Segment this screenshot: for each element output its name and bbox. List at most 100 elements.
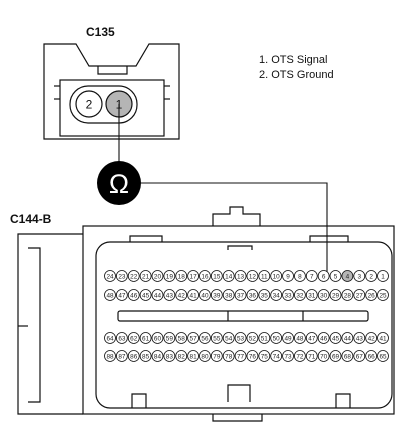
c144b-pin: 46 [317, 332, 330, 344]
c144b-pin: 8 [294, 270, 306, 282]
c144b-pin: 47 [115, 289, 128, 301]
c144b-pin-circle [341, 350, 354, 362]
c144b-pin-number: 26 [368, 292, 376, 299]
c144b-pin-number: 47 [118, 292, 126, 299]
c144b-pin: 43 [353, 332, 366, 344]
c144b-pin-number: 62 [130, 335, 138, 342]
c144b-pin: 83 [163, 350, 176, 362]
c144b-pin-number: 20 [154, 273, 162, 280]
c144b-pin-number: 53 [237, 335, 245, 342]
c144b-pin: 62 [127, 332, 140, 344]
c144b-pin-number: 47 [308, 335, 316, 342]
c144b-pin-circle [282, 350, 294, 362]
c144b-pin-number: 46 [130, 292, 138, 299]
c144b-pin-circle [294, 332, 306, 344]
c144b-pin-number: 5 [334, 273, 338, 280]
c144b-pin-circle [341, 270, 354, 282]
c144b-pin: 64 [104, 332, 116, 344]
c144b-pin-number: 82 [178, 353, 186, 360]
c144b-pin: 52 [246, 332, 259, 344]
c144b-pin-number: 54 [225, 335, 233, 342]
c144b-connector [17, 206, 395, 422]
c144b-pin: 26 [365, 289, 378, 301]
c144b-pin-circle [151, 289, 164, 301]
c135-pin-2: 2 [75, 90, 103, 118]
c144b-pin: 25 [377, 289, 389, 301]
c144b-pin: 10 [270, 270, 283, 282]
c144b-pin-circle [210, 270, 223, 282]
c144b-pin: 86 [127, 350, 140, 362]
c144b-pin: 77 [234, 350, 247, 362]
c144b-pin-number: 6 [322, 273, 326, 280]
c144b-pin-number: 63 [118, 335, 126, 342]
c144b-pin-number: 30 [320, 292, 328, 299]
ohmmeter-icon: Ω [97, 161, 141, 205]
c144b-pin-number: 87 [118, 353, 126, 360]
c144b-pin-circle [282, 289, 294, 301]
c144b-pin-number: 25 [379, 292, 387, 299]
c144b-pin-number: 13 [237, 273, 245, 280]
c144b-pin-circle [199, 350, 211, 362]
c144b-pin: 27 [353, 289, 366, 301]
c144b-pin: 15 [210, 270, 223, 282]
c144b-pin-number: 48 [106, 292, 114, 299]
c144b-pin-circle [305, 350, 318, 362]
c144b-pin-circle [317, 289, 330, 301]
c144b-pin-number: 68 [344, 353, 352, 360]
c144b-pin-number: 74 [273, 353, 281, 360]
c144b-pin: 58 [175, 332, 188, 344]
c144b-pin-number: 75 [261, 353, 269, 360]
c144b-pin-circle [282, 270, 294, 282]
c144b-pin-circle [317, 332, 330, 344]
c144b-pin-number: 18 [178, 273, 186, 280]
c144b-pin-number: 14 [225, 273, 233, 280]
c144b-pin-number: 50 [273, 335, 281, 342]
c144b-pin-number: 16 [201, 273, 209, 280]
c144b-pin: 5 [329, 270, 342, 282]
c144b-pin-number: 51 [261, 335, 269, 342]
c144b-pin-circle [294, 350, 306, 362]
c144b-pin: 4 [341, 270, 354, 282]
c144b-pin: 31 [305, 289, 318, 301]
c144b-pin-number: 55 [213, 335, 221, 342]
c144b-pin-circle [305, 332, 318, 344]
c144b-pin: 69 [329, 350, 342, 362]
c144b-pin: 50 [270, 332, 283, 344]
c144b-pin-circle [377, 270, 389, 282]
c144b-pin: 48 [104, 289, 116, 301]
c144b-pin: 81 [187, 350, 199, 362]
c144b-pin-circle [246, 350, 259, 362]
c144b-pin: 80 [199, 350, 211, 362]
c144b-pin-circle [151, 332, 164, 344]
c144b-pin-number: 2 [369, 273, 373, 280]
c144b-pin: 22 [127, 270, 140, 282]
c144b-pin: 35 [258, 289, 271, 301]
c144b-pin-number: 71 [308, 353, 316, 360]
c144b-pin-number: 19 [166, 273, 174, 280]
c144b-pin-number: 33 [284, 292, 292, 299]
c144b-pin-number: 39 [213, 292, 221, 299]
c144b-pin-number: 34 [273, 292, 281, 299]
c144b-pin-number: 1 [381, 273, 385, 280]
c144b-pin-circle [210, 289, 223, 301]
c144b-pin-circle [104, 270, 116, 282]
c144b-pin-number: 61 [142, 335, 150, 342]
c144b-pin: 7 [305, 270, 318, 282]
c144b-pin: 48 [294, 332, 306, 344]
c144b-pin-number: 66 [368, 353, 376, 360]
c144b-pin: 85 [139, 350, 152, 362]
c144b-pin: 70 [317, 350, 330, 362]
c144b-pin: 6 [317, 270, 330, 282]
c144b-pin-circle [163, 350, 176, 362]
c144b-pin-circle [163, 289, 176, 301]
svg-text:2: 2 [86, 98, 93, 112]
c144b-pin-circle [246, 332, 259, 344]
c144b-pin-circle [270, 332, 283, 344]
c144b-pin-circle [341, 332, 354, 344]
c144b-pin: 34 [270, 289, 283, 301]
c144b-pin-circle [234, 350, 247, 362]
c144b-pin-circle [139, 350, 152, 362]
c144b-pin-circle [294, 289, 306, 301]
c144b-pin-circle [139, 289, 152, 301]
